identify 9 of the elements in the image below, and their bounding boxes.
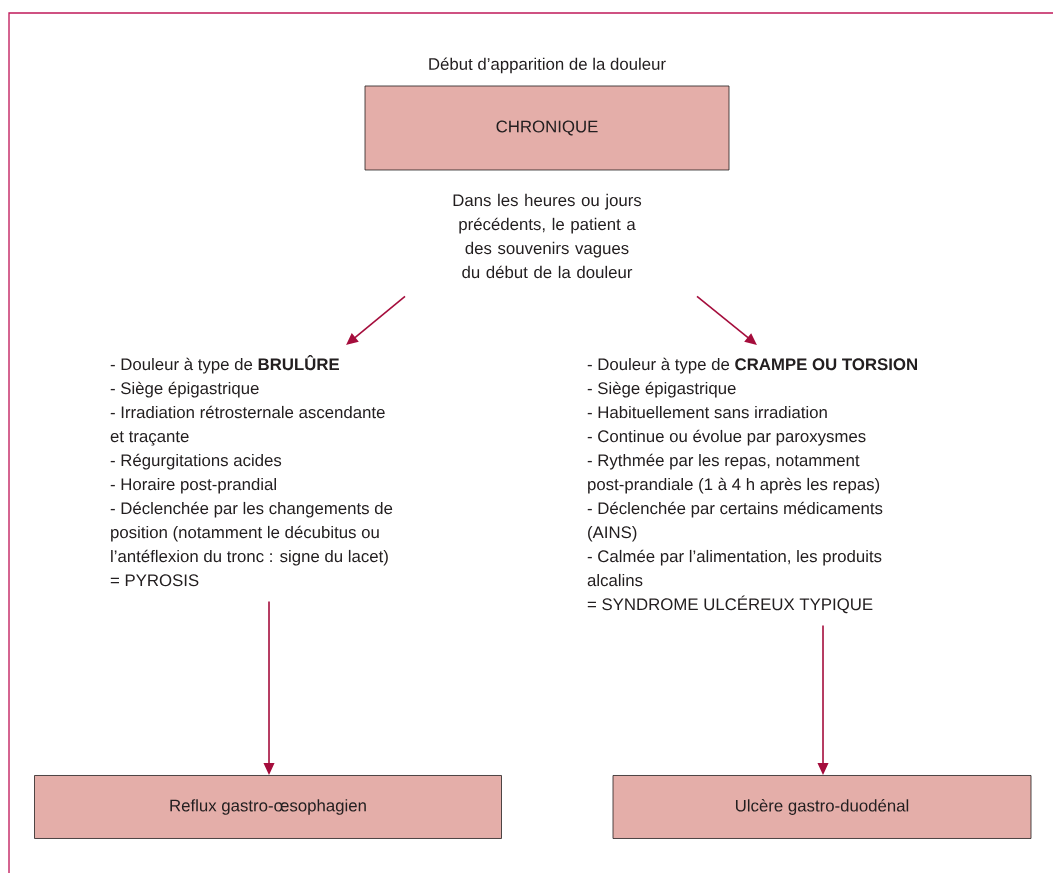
process-box: CHRONIQUE bbox=[364, 85, 730, 171]
note-text: Dans les heures ou jours précédents, le patient a des souvenirs vagues du début de la douleur bbox=[453, 193, 642, 279]
arrow bbox=[696, 295, 757, 345]
heading-text: Début d’apparition de la douleur bbox=[429, 57, 666, 74]
symptom-list: - Douleur à type de CRAMPE OU TORSION - Siège épigastrique - Habituellement sans irradiation - Continue ou évolue par paroxysmes - Rythmée par les repas, notamment post-prandiale (1 à 4 h après les repas) - Déclenchée par certains médicaments (AINS) - Calmée par l’alimentation, les produits alcalins = SYNDROME ULCÉREUX TYPIQUE bbox=[587, 357, 917, 614]
symptom-list: - Douleur à type de BRULÛRE - Siège épigastrique - Irradiation rétrosternale ascendante et traçante - Régurgitations acides - Horaire post-prandial - Déclenchée par les changements de position (notamment le décubitus ou l’antéflexion du tronc : signe du lacet) = PYROSIS bbox=[110, 355, 393, 587]
arrow bbox=[346, 295, 406, 345]
result-box: Reflux gastro-œsophagien bbox=[34, 775, 502, 839]
result-box: Ulcère gastro-duodénal bbox=[612, 775, 1032, 839]
